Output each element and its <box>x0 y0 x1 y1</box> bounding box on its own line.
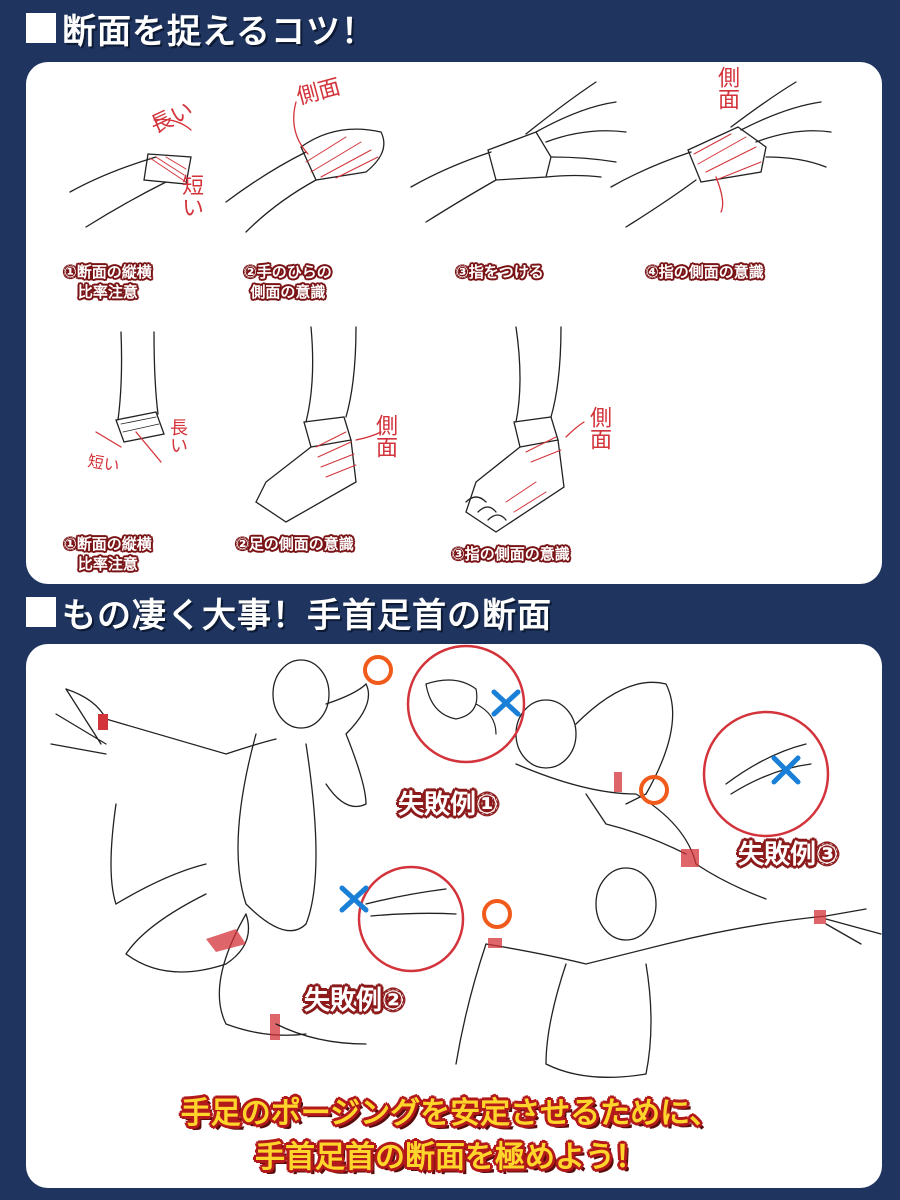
annotation-side-foot3: 側面 <box>586 406 611 450</box>
section-title-wrist-ankle: もの凄く大事！手首足首の断面 <box>26 590 552 636</box>
annotation-long-foot1: 長い <box>167 418 188 454</box>
section-title-text: 断面を捉えるコツ！ <box>62 11 376 52</box>
hand-step3-caption: ③指をつける <box>456 263 544 281</box>
section-title-cross-section-tips: 断面を捉えるコツ！ <box>26 6 376 52</box>
ok-mark <box>639 775 669 805</box>
fail-label-3: 失敗例③ <box>738 840 839 870</box>
annotation-side-hand4: 側面 <box>714 66 739 110</box>
hand-step2-caption: ②手のひらの 側面の意識 <box>244 263 332 301</box>
hand-step1-caption: ①断面の縦横 比率注意 <box>64 263 152 301</box>
tips-illustrations <box>69 81 832 533</box>
hand-step3-drawing <box>410 81 627 223</box>
annotation-side-foot2: 側面 <box>372 414 397 458</box>
foot-step2-drawing <box>255 326 382 523</box>
ok-mark <box>482 899 512 929</box>
hand-step2-drawing <box>225 101 385 233</box>
square-bullet-icon <box>26 13 56 43</box>
square-bullet-icon <box>26 597 56 627</box>
foot-step1-drawing <box>95 331 165 463</box>
bottom-message-line2: 手首足首の断面を極めよう！ <box>255 1140 645 1175</box>
fail1-circle <box>406 644 526 764</box>
foot-step3-caption: ③指の側面の意識 <box>452 545 570 563</box>
hand-step4-caption: ④指の側面の意識 <box>646 263 764 281</box>
section-title-text: もの凄く大事！手首足首の断面 <box>62 595 552 636</box>
fail3-circle <box>702 710 830 838</box>
ng-mark <box>491 689 521 717</box>
hand-step4-drawing <box>610 81 832 228</box>
hand-step1-drawing <box>69 118 192 228</box>
tips-panel: 長い 短い 側面 側面 長い 短い 側面 側面 ①断面の縦横 比率注意 ②手のひ… <box>26 62 882 584</box>
bottom-message-line1: 手足のポージングを安定させるために、 <box>180 1096 720 1131</box>
ng-mark <box>339 885 369 913</box>
left-figure-drawing <box>50 659 370 1045</box>
foot-step3-drawing <box>465 326 585 533</box>
annotation-short: 短い <box>178 174 203 218</box>
right-bottom-figure-drawing <box>455 867 882 1078</box>
foot-step1-caption: ①断面の縦横 比率注意 <box>64 535 152 573</box>
ok-mark <box>363 655 393 685</box>
pose-illustrations <box>50 644 882 1078</box>
foot-step2-caption: ②足の側面の意識 <box>236 535 354 553</box>
examples-panel: 失敗例① 失敗例② 失敗例③ <box>26 644 882 1188</box>
fail-label-1: 失敗例① <box>398 790 499 820</box>
ng-mark <box>771 755 801 785</box>
fail2-circle <box>357 865 465 973</box>
fail-label-2: 失敗例② <box>304 986 405 1016</box>
